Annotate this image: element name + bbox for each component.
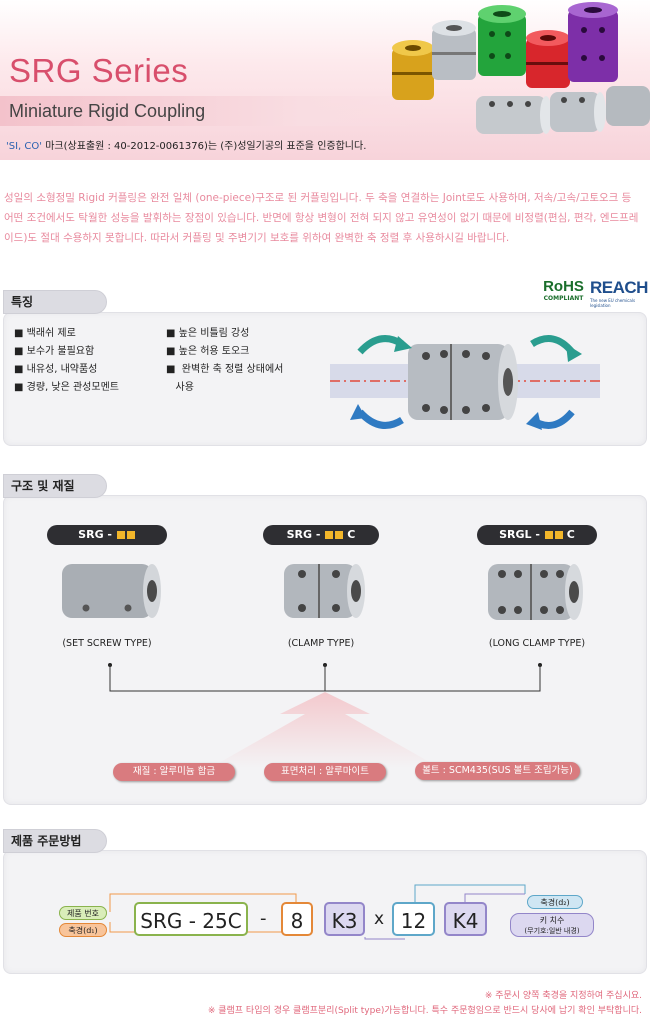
type-label-long-clamp: (LONG CLAMP TYPE): [488, 638, 586, 649]
type-pill-long-clamp: SRGL - C: [477, 525, 597, 545]
order-note-2: ※ 클램프 타입의 경우 클램프분리(Split type)가능합니다. 특수 …: [207, 1006, 642, 1016]
key-size-note: (무기호:일반 내경): [524, 927, 580, 935]
reach-label: REACH: [590, 278, 648, 297]
key-k2-box: K4: [444, 902, 487, 936]
product-code-box: SRG - 25C: [134, 902, 248, 936]
placeholder-square: [554, 531, 563, 539]
placeholder-square: [544, 531, 553, 539]
feature-item: ■ 경량, 낮은 관성모멘트: [14, 382, 119, 393]
type-label-set-screw: (SET SCREW TYPE): [62, 638, 152, 649]
order-note-1: ※ 주문시 양쪽 축경을 지정하여 주십시요.: [484, 991, 642, 1001]
placeholder-square: [116, 531, 125, 539]
product-coupling-image: [392, 2, 650, 134]
type-suffix: C: [566, 528, 575, 541]
type-label-clamp: (CLAMP TYPE): [287, 638, 355, 649]
structure-tab: 구조 및 재질: [3, 474, 107, 498]
type-prefix: SRG -: [78, 528, 116, 541]
key-size-label: 키 치수: [539, 916, 565, 925]
surface-treatment-pill: 표면처리 : 알루마이트: [264, 763, 386, 781]
shaft-d2-box: 12: [392, 902, 435, 936]
key-k1-box: K3: [324, 902, 365, 936]
material-arrow-graphic: [210, 692, 440, 768]
description-text: 성일의 소형정밀 Rigid 커플링은 완전 일체 (one-piece)구조로…: [4, 192, 639, 244]
long-clamp-coupling-image: [488, 564, 583, 620]
header-stripe: [0, 96, 430, 126]
placeholder-square: [325, 531, 334, 539]
features-tab: 특징: [3, 290, 107, 314]
type-suffix: C: [347, 528, 356, 541]
feature-item: ■ 완벽한 축 정렬 상태에서: [166, 364, 284, 375]
feature-item: ■ 높은 비틀림 강성: [166, 328, 250, 339]
key-size-pill: 키 치수 (무기호:일반 내경): [510, 913, 594, 937]
feature-item: ■ 백래쉬 제로: [14, 328, 76, 339]
cert-text: 마크(상표출원 : 40-2012-0061376)는 (주)성일기공의 표준을…: [42, 141, 367, 152]
features-right-list: ■ 높은 비틀림 강성 ■ 높은 허용 토오크 ■ 완벽한 축 정렬 상태에서 …: [166, 325, 283, 397]
cert-company: 'SI, CO': [6, 141, 43, 152]
features-left-list: ■ 백래쉬 제로 ■ 보수가 불필요함 ■ 내유성, 내약품성 ■ 경량, 낮은…: [14, 325, 119, 397]
order-tab: 제품 주문방법: [3, 829, 107, 853]
feature-item: ■ 내유성, 내약품성: [14, 364, 98, 375]
placeholder-square: [335, 531, 344, 539]
certification-line: 'SI, CO' 마크(상표출원 : 40-2012-0061376)는 (주)…: [6, 137, 366, 152]
reach-badge: REACH The new EU chemicals legislation: [590, 278, 648, 308]
type-connector-lines: [108, 663, 542, 692]
times-separator: x: [374, 909, 385, 929]
type-pill-clamp: SRG - C: [263, 525, 379, 545]
page-subtitle: Miniature Rigid Coupling: [9, 101, 206, 121]
feature-item: ■ 높은 허용 토오크: [166, 346, 250, 357]
clamp-coupling-image: [284, 564, 365, 618]
type-pill-set-screw: SRG -: [47, 525, 167, 545]
order-connector-lines: [109, 884, 526, 940]
dash-separator: -: [260, 908, 267, 929]
material-pill: 재질 : 알루미늄 합금: [113, 763, 235, 781]
type-prefix: SRG -: [286, 528, 325, 541]
placeholder-square: [126, 531, 135, 539]
type-prefix: SRGL -: [499, 528, 544, 541]
rohs-sublabel: COMPLIANT: [543, 295, 584, 302]
set-screw-coupling-image: [62, 564, 161, 618]
reach-sublabel: The new EU chemicals legislation: [590, 298, 636, 308]
shaft-d1-pill: 축경(d₁): [59, 923, 107, 937]
feature-item: 사용: [166, 382, 194, 393]
product-number-pill: 제품 번호: [59, 906, 107, 920]
shaft-d1-box: 8: [281, 902, 313, 936]
shaft-d2-pill: 축경(d₂): [527, 895, 583, 909]
rohs-badge: RoHS COMPLIANT: [541, 278, 586, 302]
feature-item: ■ 보수가 불필요함: [14, 346, 95, 357]
shaft-alignment-illustration: [330, 335, 600, 430]
page-title: SRG Series: [9, 52, 189, 89]
bolt-pill: 볼트 : SCM435(SUS 볼트 조립가능): [415, 762, 580, 780]
rohs-label: RoHS: [543, 278, 584, 295]
